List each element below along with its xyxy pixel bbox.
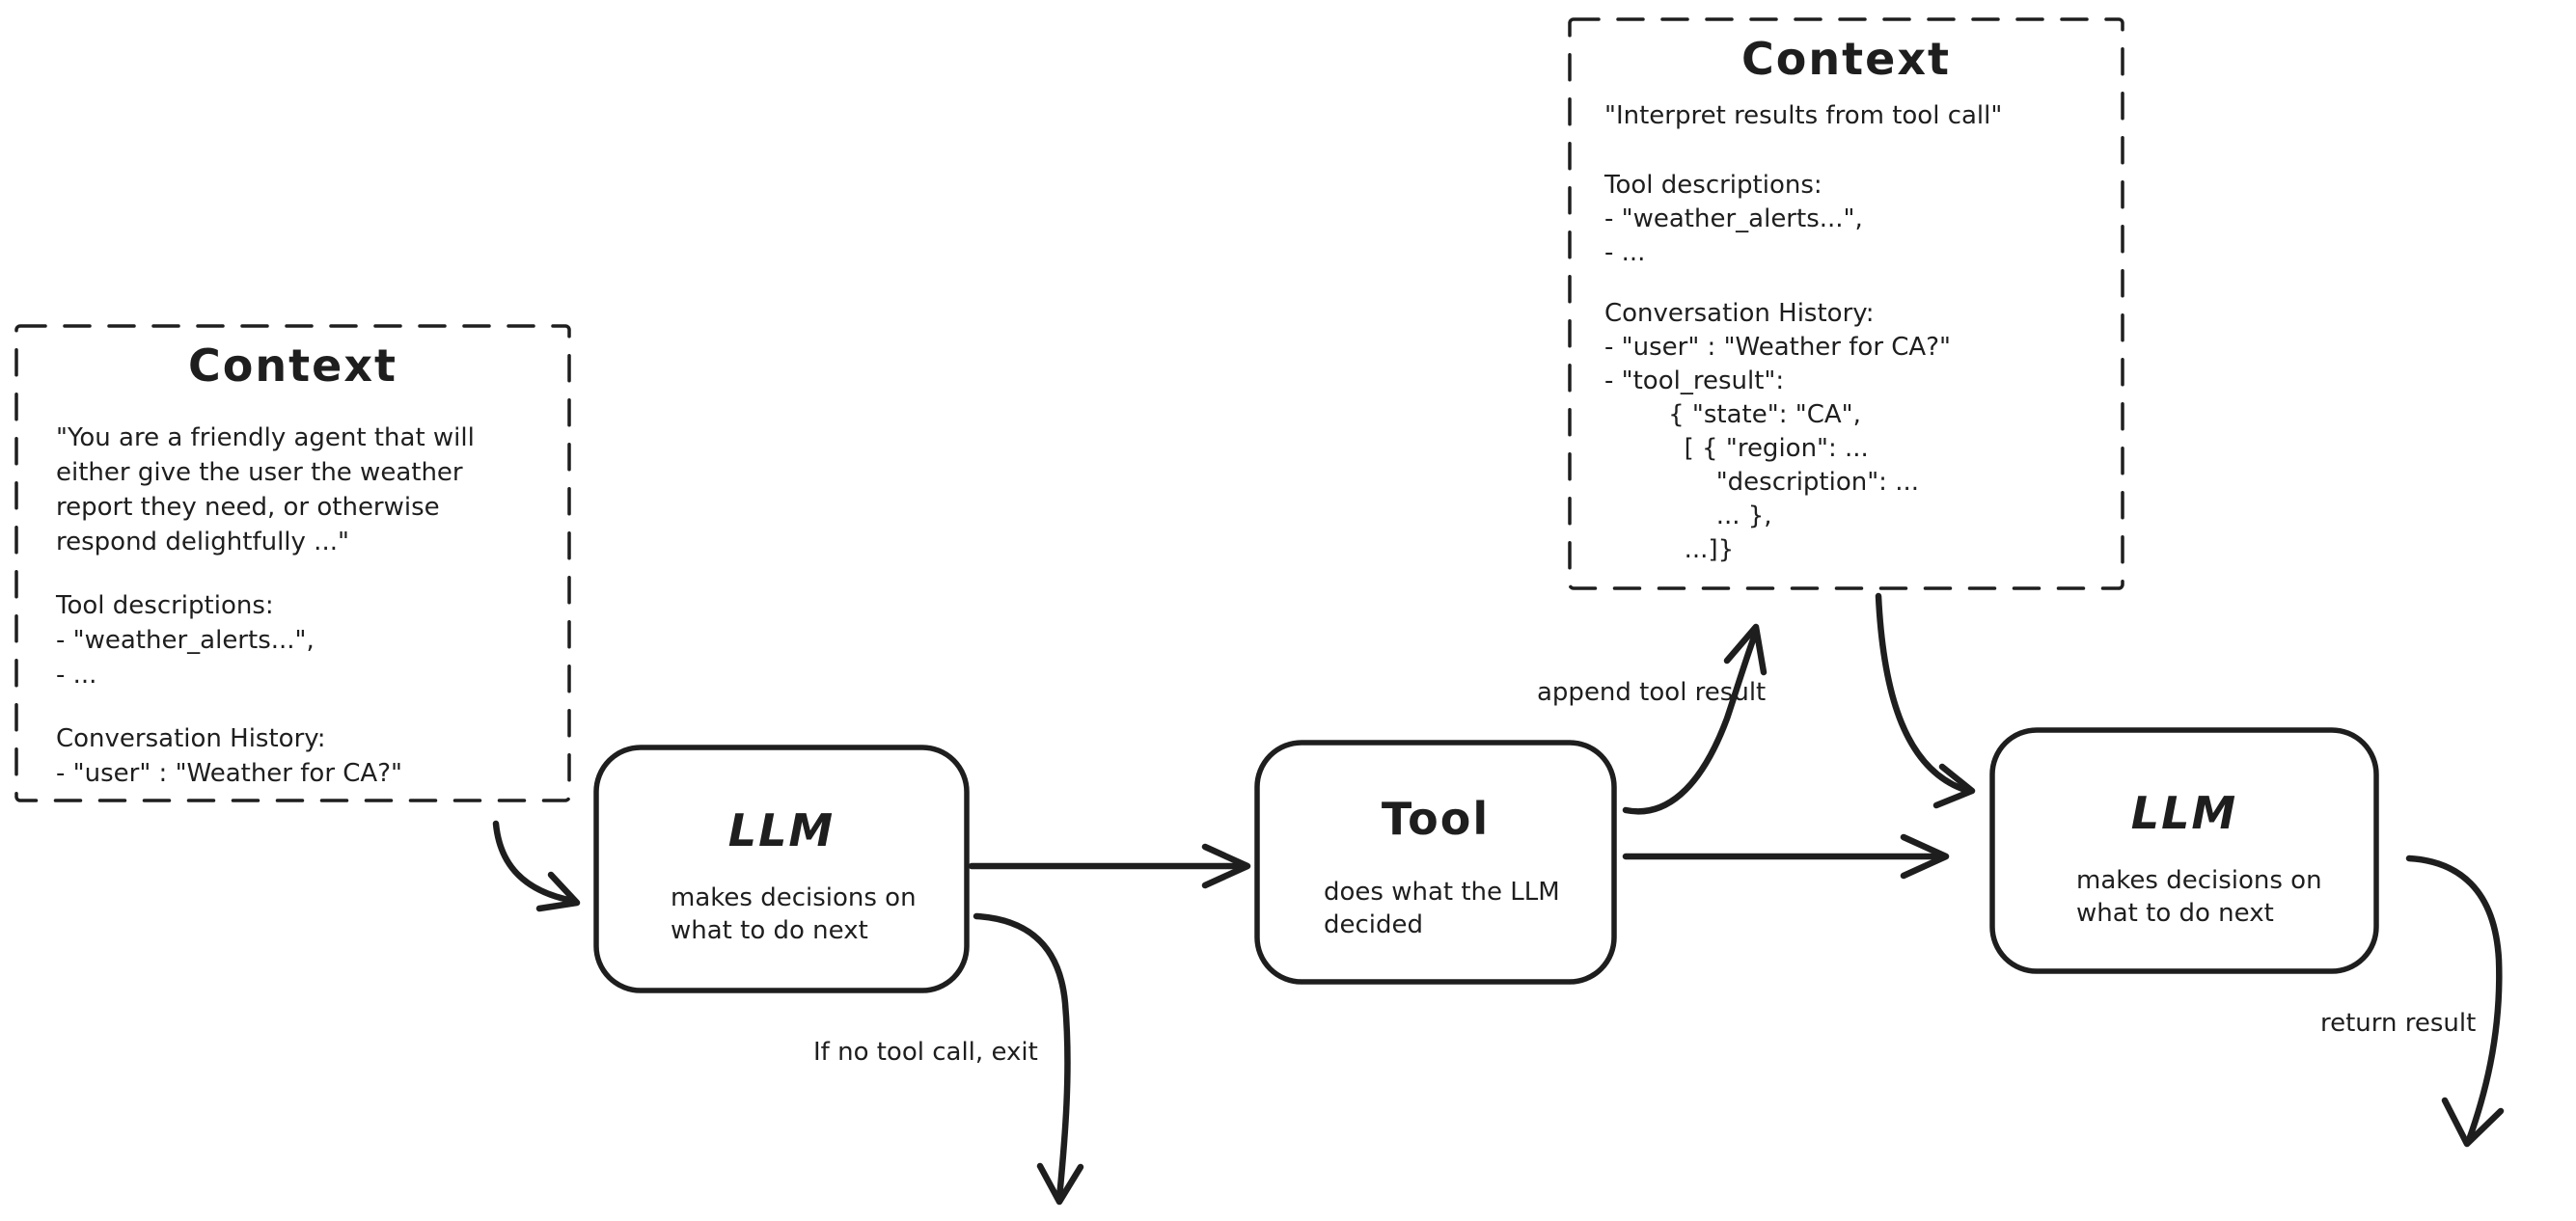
llm-first-description: makes decisions on what to do next xyxy=(671,883,917,945)
context-left-conversation-history: Conversation History: - "user" : "Weathe… xyxy=(56,724,402,788)
context-top-instruction: "Interpret results from tool call" xyxy=(1604,101,2003,130)
context-left-box-border xyxy=(14,324,571,802)
context-top-conversation-history: Conversation History: - "user" : "Weathe… xyxy=(1604,299,1951,564)
tool-title: Tool xyxy=(1381,793,1491,845)
edge-label-no-tool-call-exit: If no tool call, exit xyxy=(813,1038,1038,1067)
context-left-tool-descriptions: Tool descriptions: - "weather_alerts..."… xyxy=(56,591,315,690)
arrow-tool-to-llm2 xyxy=(1622,833,1950,880)
context-top-title: Context xyxy=(1741,33,1951,85)
llm-second-description: makes decisions on what to do next xyxy=(2076,866,2322,928)
llm-first-box-border xyxy=(593,745,970,993)
arrow-llm-to-tool xyxy=(968,843,1251,889)
context-top-box-border xyxy=(1568,17,2124,590)
llm-second-title: LLM xyxy=(2130,787,2238,839)
arrow-llm2-return xyxy=(2405,855,2505,1148)
arrow-context-left-to-llm xyxy=(492,820,581,912)
tool-box-border xyxy=(1254,740,1617,985)
edge-label-append-tool-result: append tool result xyxy=(1537,678,1767,707)
context-left-system-prompt: "You are a friendly agent that will eith… xyxy=(56,423,475,556)
arrow-llm-exit xyxy=(973,912,1084,1206)
llm-first-title: LLM xyxy=(727,804,836,856)
arrow-context-top-to-llm2 xyxy=(1875,592,1976,809)
llm-second-box-border xyxy=(1989,727,2379,974)
edge-label-return-result: return result xyxy=(2320,1009,2477,1038)
context-left-title: Context xyxy=(188,339,397,392)
arrow-tool-to-context-top xyxy=(1622,623,1768,815)
context-top-tool-descriptions: Tool descriptions: - "weather_alerts..."… xyxy=(1604,171,1863,267)
tool-description: does what the LLM decided xyxy=(1324,878,1560,939)
